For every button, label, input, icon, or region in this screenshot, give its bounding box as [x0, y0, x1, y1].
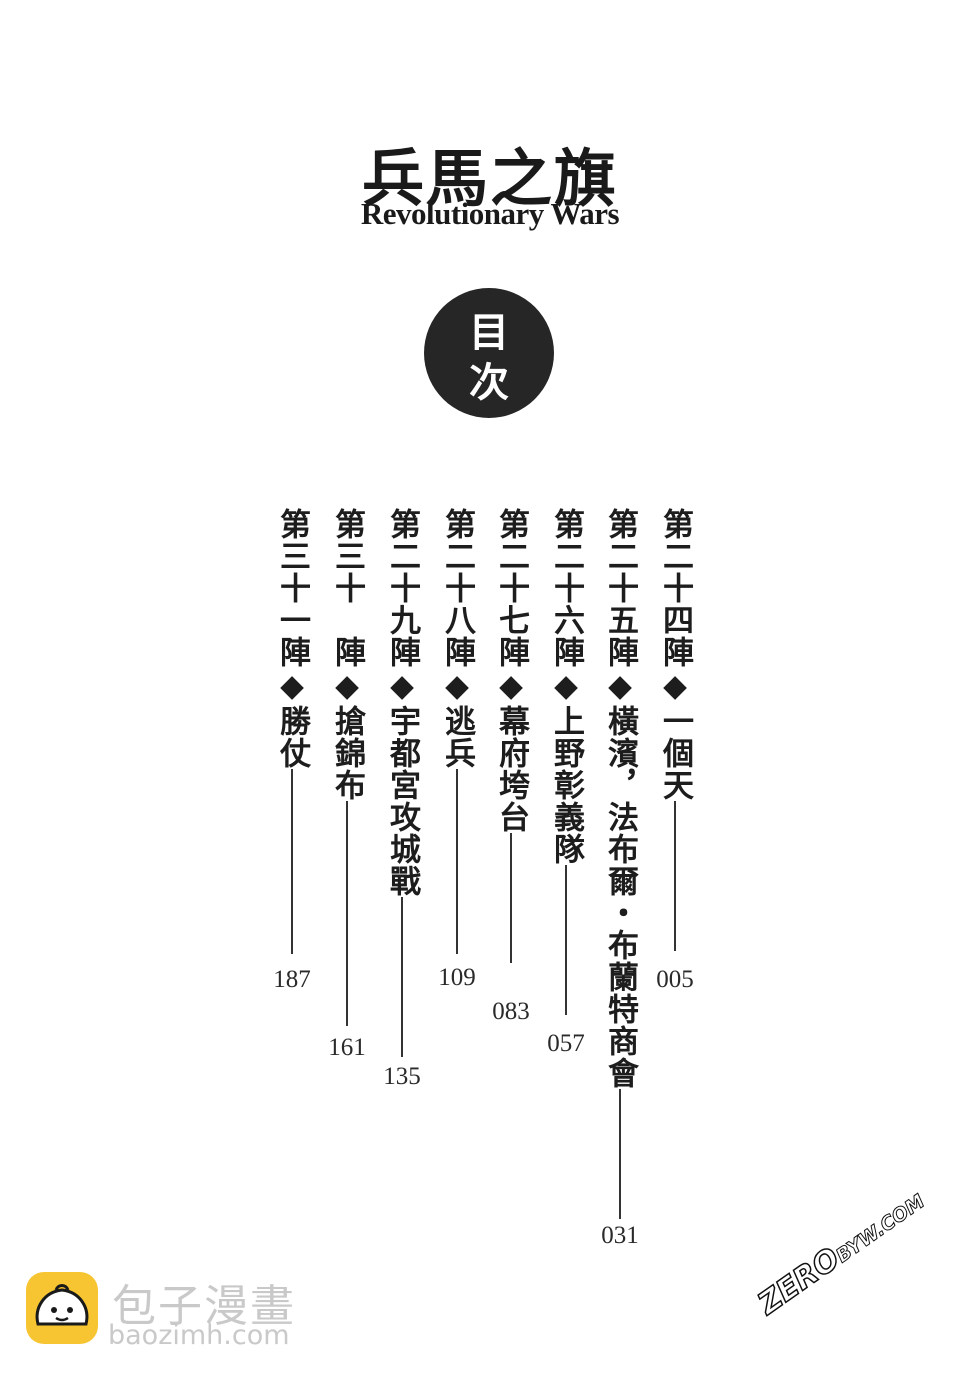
leader-line — [346, 801, 348, 1026]
chapter-title: 第二十八陣◆逃兵 — [439, 508, 475, 769]
page-number: 135 — [383, 1063, 421, 1090]
toc-badge: 目 次 — [424, 288, 554, 418]
toc-entry-chapter-29[interactable]: 第二十九陣◆宇都宮攻城戰 135 — [381, 508, 423, 1090]
toc-entry-chapter-28[interactable]: 第二十八陣◆逃兵 109 — [436, 508, 478, 991]
toc-badge-char-2: 次 — [469, 359, 509, 406]
leader-line — [401, 897, 403, 1057]
zero-watermark-main: ZERO — [751, 1240, 847, 1322]
toc-entry-chapter-27[interactable]: 第二十七陣◆幕府垮台 083 — [490, 508, 532, 1025]
toc-entry-chapter-24[interactable]: 第二十四陣◆一個天 005 — [654, 508, 696, 993]
chapter-title: 第三十一陣◆勝仗 — [274, 508, 310, 769]
baozi-logo-icon — [26, 1272, 98, 1344]
leader-line — [510, 833, 512, 963]
page-number: 187 — [273, 966, 311, 993]
chapter-title: 第三十 陣◆搶錦布 — [329, 508, 365, 801]
chapter-title: 第二十五陣◆橫濱，法布爾・布蘭特商會 — [602, 508, 638, 1089]
zero-watermark-small: BYW.COM — [832, 1190, 930, 1268]
toc-entry-chapter-30[interactable]: 第三十 陣◆搶錦布 161 — [326, 508, 368, 1061]
chapter-title: 第二十九陣◆宇都宮攻城戰 — [384, 508, 420, 897]
page-number: 057 — [547, 1030, 585, 1057]
toc-badge-char-1: 目 — [469, 309, 509, 356]
toc-entry-chapter-31[interactable]: 第三十一陣◆勝仗 187 — [271, 508, 313, 993]
book-subtitle: Revolutionary Wars — [360, 196, 620, 231]
chapter-title: 第二十四陣◆一個天 — [657, 508, 693, 801]
leader-line — [456, 769, 458, 954]
page-number: 109 — [438, 964, 476, 991]
chapter-title: 第二十七陣◆幕府垮台 — [493, 508, 529, 833]
page-number: 161 — [328, 1034, 366, 1061]
page-number: 005 — [656, 966, 694, 993]
leader-line — [291, 769, 293, 954]
page-number: 031 — [601, 1222, 639, 1249]
toc-entry-chapter-25[interactable]: 第二十五陣◆橫濱，法布爾・布蘭特商會 031 — [599, 508, 641, 1249]
toc-entry-chapter-26[interactable]: 第二十六陣◆上野彰義隊 057 — [545, 508, 587, 1057]
page-number: 083 — [492, 998, 530, 1025]
leader-line — [674, 801, 676, 951]
watermark-brand-name: 包子漫畫 — [112, 1281, 296, 1332]
watermark-brand-url: baozimh.com — [108, 1320, 290, 1351]
chapter-title: 第二十六陣◆上野彰義隊 — [548, 508, 584, 865]
book-title: 兵馬之旗 — [361, 142, 618, 215]
leader-line — [619, 1089, 621, 1219]
leader-line — [565, 865, 567, 1015]
zero-watermark: ZEROBYW.COM — [751, 1182, 931, 1323]
